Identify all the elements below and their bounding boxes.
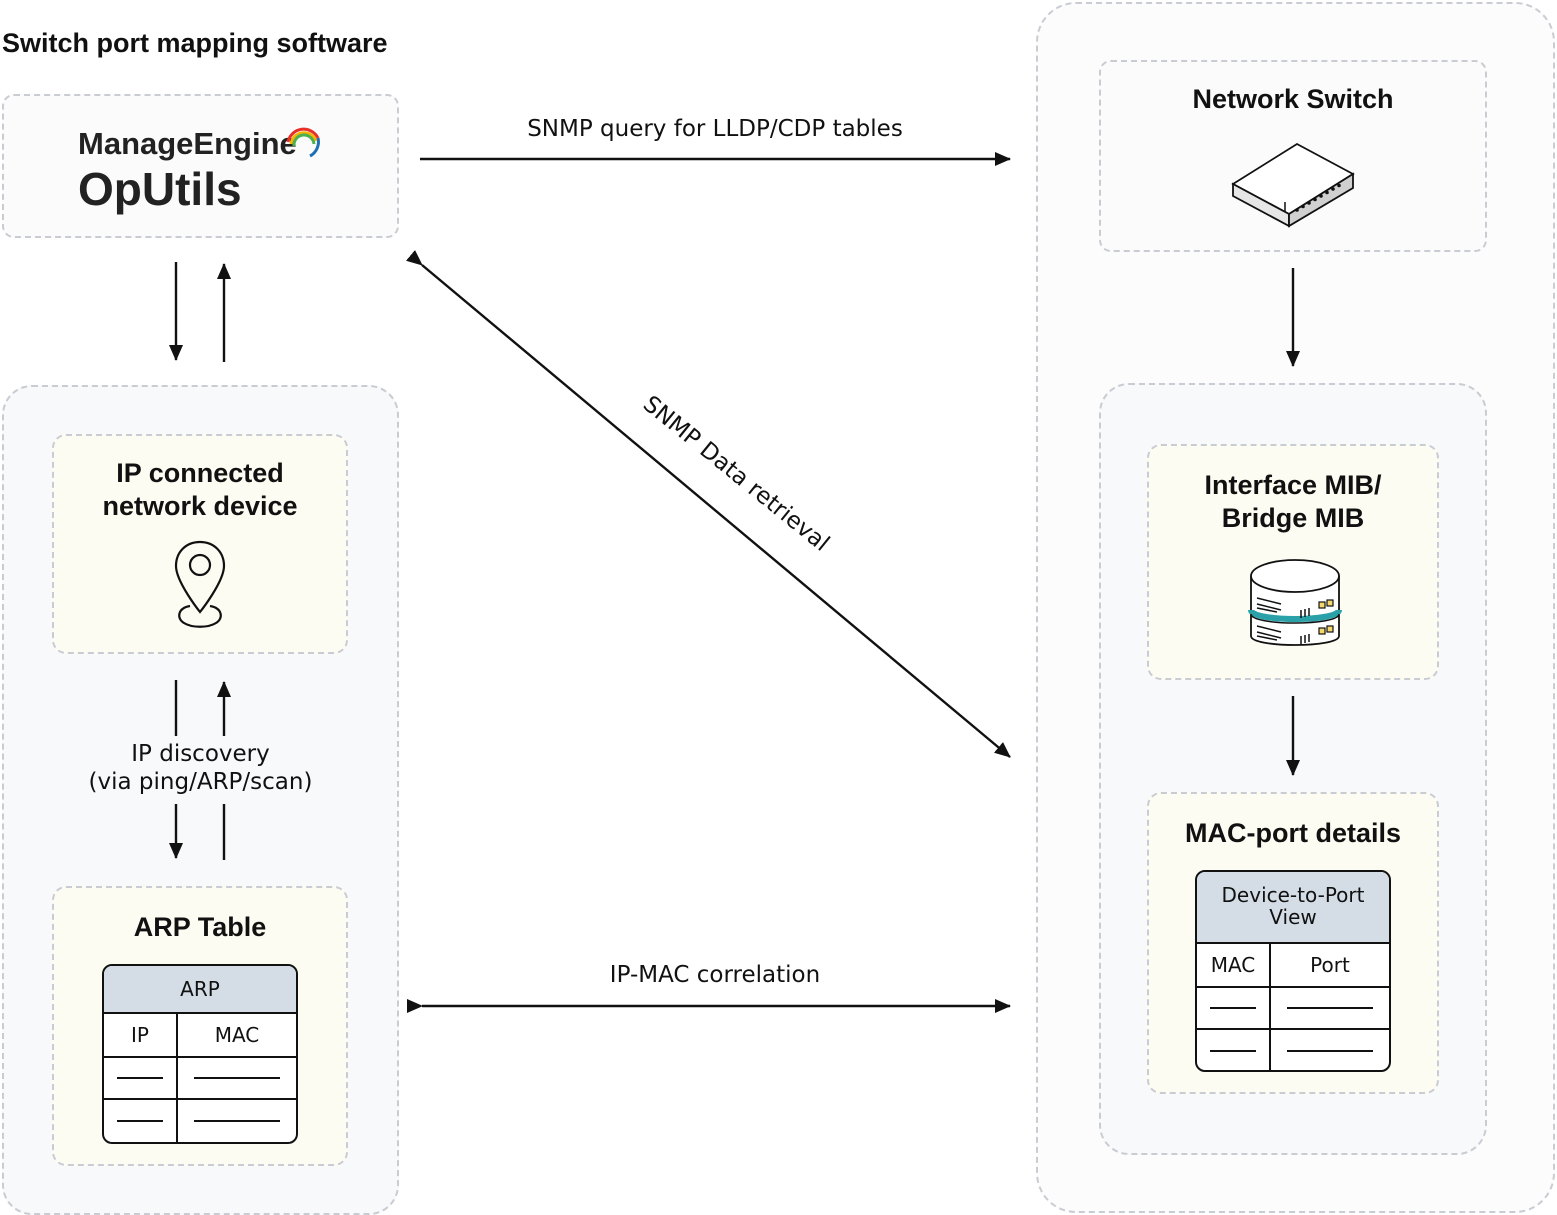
arp-column-row: IP MAC — [104, 1014, 296, 1058]
ip-discovery-label-line1: IP discovery — [131, 741, 270, 767]
arp-table-title: ARP Table — [133, 912, 267, 942]
device-to-port-table: Device-to-Port View MAC Port — [1195, 870, 1391, 1072]
arp-table: ARP IP MAC — [102, 964, 298, 1144]
table-row — [1197, 988, 1389, 1030]
table-row — [104, 1058, 296, 1100]
snmp-query-label: SNMP query for LLDP/CDP tables — [527, 116, 903, 142]
mac-port-title: MAC-port details — [1185, 818, 1401, 848]
page-title: Switch port mapping software — [2, 28, 388, 58]
placeholder-cell — [1269, 1030, 1389, 1070]
mib-title-line2: Bridge MIB — [1221, 503, 1365, 533]
table-row — [104, 1100, 296, 1142]
table-row — [1197, 1030, 1389, 1070]
column-port: Port — [1269, 944, 1389, 986]
placeholder-cell — [176, 1058, 296, 1098]
placeholder-cell — [1269, 988, 1389, 1028]
database-icon — [1248, 559, 1342, 646]
device-to-port-header-line1: Device-to-Port — [1221, 883, 1365, 907]
ip-device-title-line1: IP connected — [116, 458, 284, 488]
placeholder-cell — [1197, 988, 1269, 1028]
brand-name: ManageEngine — [78, 126, 297, 161]
network-switch-title: Network Switch — [1192, 84, 1394, 114]
oputils-box: ManageEngine OpUtils — [2, 94, 399, 238]
placeholder-cell — [104, 1058, 176, 1098]
mib-box: Interface MIB/ Bridge MIB — [1147, 444, 1439, 680]
ip-mac-correlation-label: IP-MAC correlation — [609, 962, 821, 988]
device-to-port-header-line2: View — [1269, 905, 1317, 929]
column-mac: MAC — [1210, 953, 1256, 977]
manageengine-logo-arcs-icon — [286, 127, 320, 158]
network-switch-box: Network Switch — [1099, 60, 1487, 252]
network-switch-icon — [1231, 142, 1355, 228]
arp-column-ip: IP — [131, 1023, 149, 1047]
mac-port-column-row: MAC Port — [1197, 944, 1389, 988]
ip-device-title-line2: network device — [102, 491, 298, 521]
product-name: OpUtils — [78, 163, 242, 215]
arp-table-header: ARP — [104, 966, 296, 1014]
location-pin-icon — [174, 540, 226, 628]
ip-device-box: IP connected network device — [52, 434, 348, 654]
arrow-snmp-retrieval — [406, 250, 1011, 758]
placeholder-cell — [1197, 1030, 1269, 1070]
ip-discovery-label-line2: (via ping/ARP/scan) — [88, 769, 313, 795]
mib-title-line1: Interface MIB/ — [1204, 470, 1382, 500]
arp-column-mac: MAC — [176, 1014, 296, 1056]
placeholder-cell — [176, 1100, 296, 1142]
device-to-port-header: Device-to-Port View — [1197, 872, 1389, 944]
placeholder-cell — [104, 1100, 176, 1142]
